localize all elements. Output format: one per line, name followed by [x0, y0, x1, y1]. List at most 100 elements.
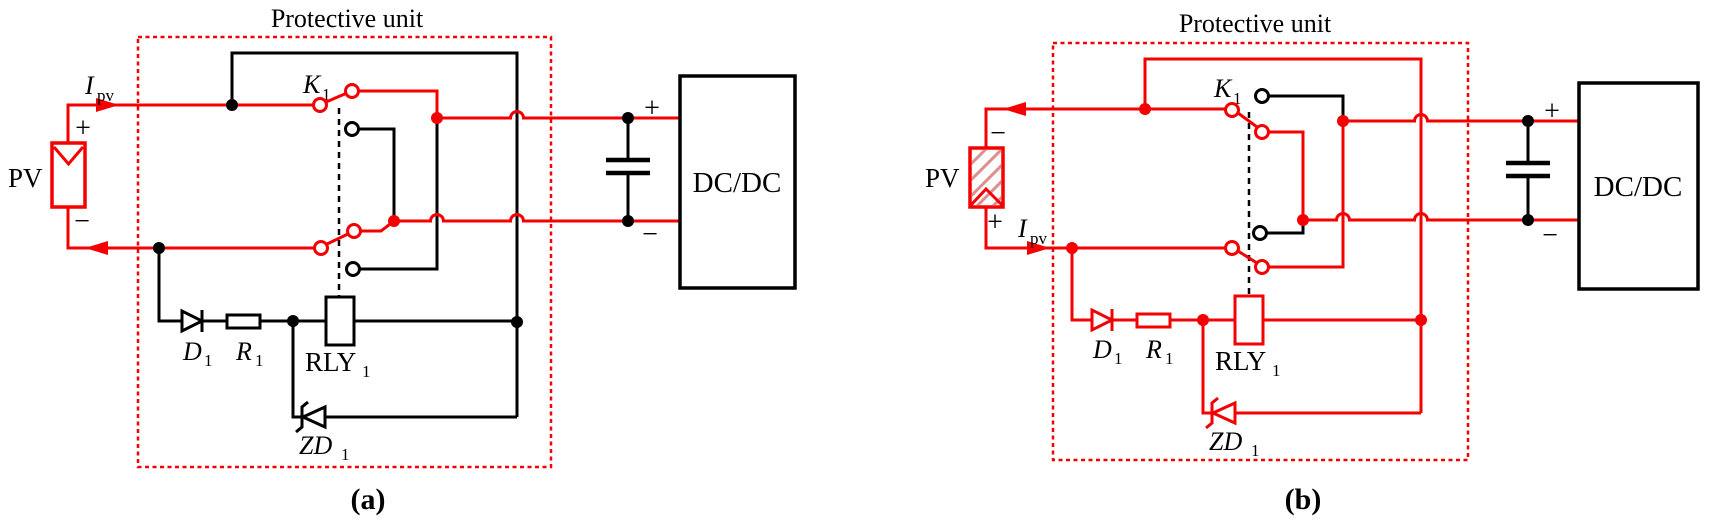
resistor-label: R: [235, 337, 252, 366]
junction-dot: [287, 315, 299, 327]
no-contact-bottom-wire: [1269, 121, 1345, 269]
pv-negative-wire: [984, 107, 1225, 148]
pv-negative-wire: [66, 207, 314, 250]
pv-positive-wire: [66, 103, 313, 143]
diode-label-sub: 1: [204, 351, 213, 370]
panel-a: Protective unit PV + − I pv K 1: [8, 4, 797, 516]
bus-plus-sign: +: [644, 93, 660, 124]
switch-label-sub: 1: [322, 85, 331, 104]
contact-nc-top: [1254, 88, 1270, 104]
output-negative-rail: [394, 213, 680, 223]
current-label-sub: pv: [1030, 229, 1048, 248]
zener-left-wire: [1201, 320, 1212, 415]
diode-label: D: [1092, 335, 1112, 364]
output-positive-rail: [1343, 113, 1579, 123]
dcdc-block: [678, 74, 797, 290]
diode-d1: [180, 308, 206, 334]
switch-label: K: [1213, 74, 1233, 103]
junction-dot: [1297, 214, 1309, 226]
zener-label-sub: 1: [1251, 441, 1260, 460]
zener-label: ZD: [299, 431, 332, 460]
pv-minus-sign: −: [990, 118, 1006, 149]
diode-branch-wire: [157, 248, 182, 323]
no-contact-top-wire: [359, 89, 439, 118]
diode-label: D: [182, 337, 202, 366]
nc-contact-bottom-wire: [360, 120, 439, 271]
junction-dot: [388, 215, 400, 227]
junction-dot: [226, 99, 238, 111]
current-label-sub: pv: [97, 86, 115, 105]
junction-dot: [1066, 242, 1078, 254]
contact-common-bottom: [1224, 240, 1240, 256]
relay-label-sub: 1: [1272, 361, 1281, 380]
pv-arrow-chevron: [969, 186, 1004, 207]
output-positive-rail: [437, 110, 680, 120]
output-negative-rail: [1303, 212, 1579, 222]
pv-label: PV: [925, 163, 960, 193]
dcdc-label: DC/DC: [693, 167, 782, 199]
relay-label-sub: 1: [362, 362, 371, 381]
resistor-label-sub: 1: [1165, 349, 1174, 368]
relay-label: RLY: [305, 347, 356, 377]
zener-label: ZD: [1209, 427, 1242, 456]
coil-supply-wire: [1143, 57, 1423, 413]
bus-plus-sign: +: [1544, 96, 1560, 127]
zener-zd1: [1209, 400, 1237, 426]
no-contact-top-wire: [1269, 130, 1305, 220]
current-label: I: [1017, 214, 1028, 243]
protective-unit-box: [136, 35, 553, 469]
nc-contact-top-wire: [1269, 94, 1345, 121]
pv-hatch-fill: [972, 150, 1001, 205]
dcdc-block: [1577, 81, 1700, 291]
switch-label-sub: 1: [1233, 89, 1242, 108]
bus-minus-sign: −: [642, 219, 658, 250]
junction-dot: [1197, 314, 1209, 326]
diode-d1: [1090, 307, 1116, 333]
panel-caption: (b): [1285, 483, 1322, 516]
pv-positive-wire: [984, 207, 1225, 250]
relay-label: RLY: [1215, 346, 1266, 376]
junction-dot: [431, 112, 443, 124]
contact-common-top: [1224, 102, 1240, 118]
relay-coil-rly1: [324, 295, 356, 347]
pv-plus-sign: +: [987, 207, 1003, 238]
contact-nc-top: [344, 121, 360, 137]
protective-unit-box: [1051, 41, 1470, 462]
diode-branch-wire: [1070, 248, 1092, 322]
current-arrow-right-icon: [1027, 241, 1050, 255]
bus-minus-sign: −: [1542, 220, 1558, 251]
junction-dot: [511, 316, 523, 328]
pv-arrow-chevron: [52, 146, 85, 167]
zener-left-wire: [291, 321, 302, 419]
junction-dot: [153, 242, 165, 254]
contact-no-top: [1254, 124, 1270, 140]
resistor-label-sub: 1: [255, 351, 264, 370]
pv-label: PV: [8, 163, 43, 193]
junction-dot: [1139, 103, 1151, 115]
nc-contact-top-wire: [359, 127, 396, 221]
contact-no-bottom: [1254, 259, 1270, 275]
junction-dot: [622, 112, 634, 124]
junction-dot: [622, 215, 634, 227]
current-arrow-left-icon: [85, 241, 108, 255]
junction-dot: [1522, 214, 1534, 226]
junction-dot: [1522, 115, 1534, 127]
switch-blade-bottom: [326, 232, 349, 246]
junction-dot: [1337, 115, 1349, 127]
pv-minus-sign: −: [74, 206, 90, 237]
pv-hatch-lines: [972, 150, 1001, 205]
switch-blade-top: [325, 91, 348, 104]
panel-b: Protective unit PV − + I pv: [925, 9, 1700, 516]
relay-coil-rly1: [1233, 294, 1265, 346]
switch-label: K: [302, 70, 322, 99]
dcdc-label: DC/DC: [1594, 171, 1683, 203]
pv-source: [50, 141, 87, 209]
protective-unit-title: Protective unit: [271, 4, 424, 33]
contact-common-top: [312, 97, 328, 113]
contact-common-bottom: [313, 240, 329, 256]
contact-no-bottom: [346, 223, 362, 239]
current-arrow-right-icon: [96, 98, 119, 112]
contact-nc-bottom: [345, 261, 361, 277]
